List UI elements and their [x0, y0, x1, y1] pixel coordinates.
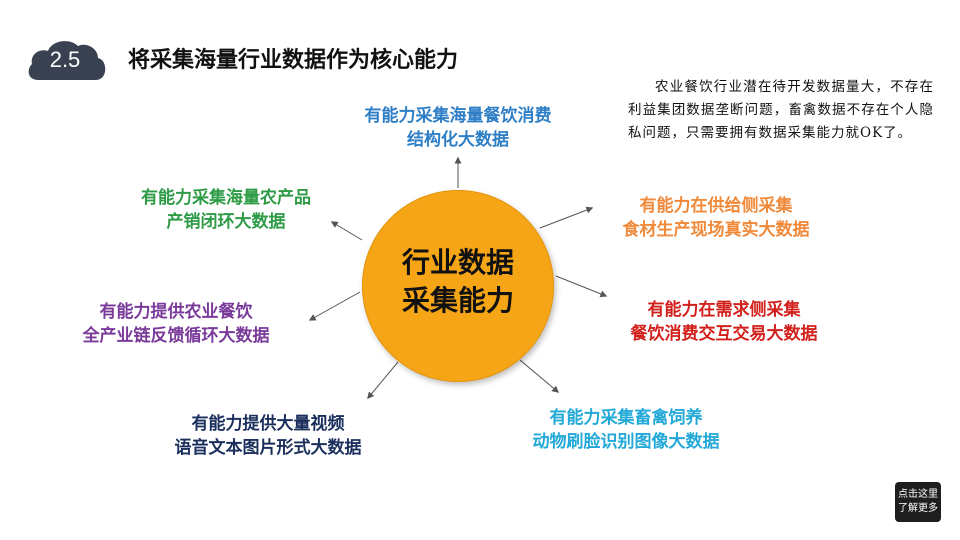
arrow-right — [555, 275, 608, 298]
capability-item-line1: 有能力采集海量农产品 — [141, 188, 311, 208]
capability-item-line2: 动物刷脸识别图像大数据 — [532, 432, 720, 452]
capability-item-line1: 有能力在需求侧采集 — [647, 300, 801, 320]
capability-item-line2: 食材生产现场真实大数据 — [622, 220, 810, 240]
section-badge: 2.5 — [26, 38, 108, 80]
capability-item-line1: 有能力采集畜禽饲养 — [549, 408, 703, 428]
capability-item-line2: 餐饮消费交互交易大数据 — [630, 324, 818, 344]
arrow-upper-right — [539, 206, 594, 229]
capability-item-line1: 有能力采集海量餐饮消费 — [364, 106, 552, 126]
learn-more-button[interactable]: 点击这里 了解更多 — [895, 482, 941, 522]
capability-item-demand-side: 有能力在需求侧采集 餐饮消费交互交易大数据 — [602, 298, 846, 346]
capability-item-agri-products: 有能力采集海量农产品 产销闭环大数据 — [106, 186, 346, 234]
capability-item-industry-chain: 有能力提供农业餐饮 全产业链反馈循环大数据 — [54, 300, 298, 348]
capability-item-livestock-image: 有能力采集畜禽饲养 动物刷脸识别图像大数据 — [504, 406, 748, 454]
arrow-upper-left — [330, 221, 363, 241]
cloud-badge-shape — [28, 41, 106, 80]
hub-label: 行业数据 采集能力 — [362, 244, 554, 320]
capability-item-line2: 语音文本图片形式大数据 — [174, 438, 362, 458]
section-number: 2.5 — [49, 47, 81, 72]
capability-item-line2: 产销闭环大数据 — [166, 212, 286, 232]
arrow-lower-right — [519, 359, 560, 393]
capability-item-line1: 有能力提供农业餐饮 — [99, 302, 253, 322]
note-paragraph: 农业餐饮行业潜在待开发数据量大，不存在利益集团数据垄断问题，畜禽数据不存在个人隐… — [628, 79, 934, 141]
center-hub-circle: 行业数据 采集能力 — [362, 190, 554, 382]
hub-label-line2: 采集能力 — [401, 284, 514, 317]
capability-item-line1: 有能力提供大量视频 — [191, 414, 345, 434]
capability-item-media-data: 有能力提供大量视频 语音文本图片形式大数据 — [146, 412, 390, 460]
arrow-left — [308, 291, 361, 321]
capability-item-catering-consumption: 有能力采集海量餐饮消费 结构化大数据 — [333, 104, 583, 152]
hub-label-line1: 行业数据 — [401, 246, 514, 279]
page-title: 将采集海量行业数据作为核心能力 — [128, 48, 459, 73]
arrow-lower-left — [367, 361, 399, 400]
capability-item-line2: 结构化大数据 — [407, 130, 509, 150]
learn-more-line2: 了解更多 — [898, 503, 938, 514]
capability-item-line1: 有能力在供给侧采集 — [639, 196, 793, 216]
capability-item-line2: 全产业链反馈循环大数据 — [82, 326, 270, 346]
learn-more-line1: 点击这里 — [898, 489, 938, 500]
capability-item-supply-side: 有能力在供给侧采集 食材生产现场真实大数据 — [596, 194, 836, 242]
